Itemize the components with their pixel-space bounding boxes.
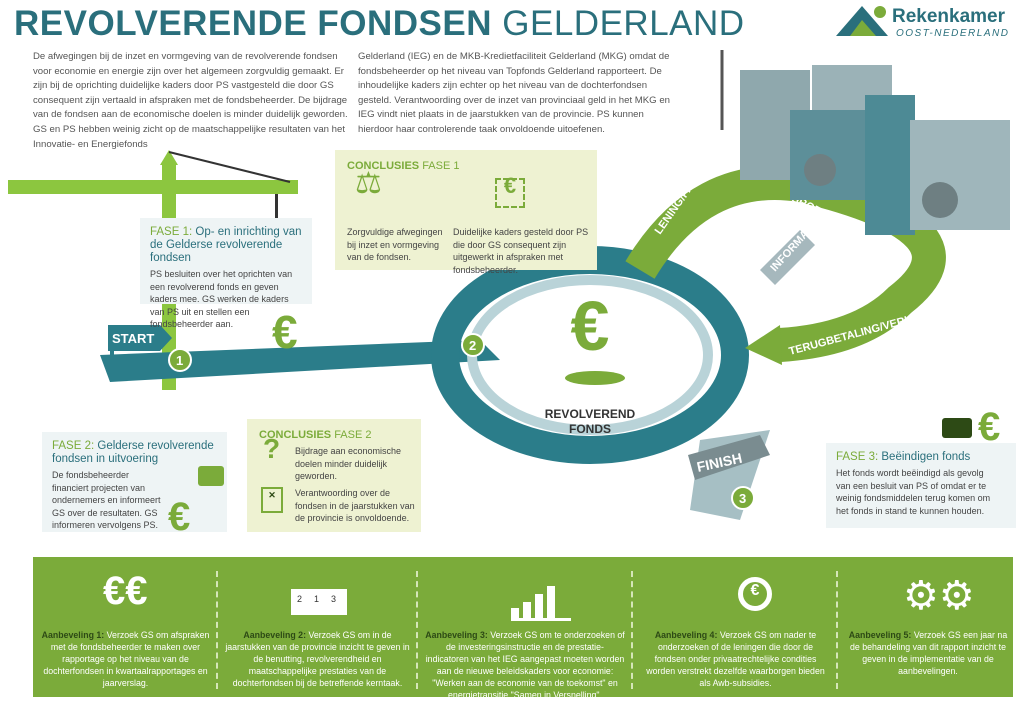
magnifier-euro-icon: € bbox=[738, 577, 772, 611]
fase-3-label: FASE 3: bbox=[836, 451, 879, 463]
euro-characters-icon: €€ bbox=[103, 569, 148, 613]
city-illustration bbox=[720, 50, 1010, 235]
fase-1-text: PS besluiten over het oprichten van een … bbox=[150, 269, 293, 329]
recommendation-5: Aanbeveling 5: Verzoek GS een jaar na de… bbox=[848, 630, 1008, 676]
start-label: START bbox=[112, 331, 154, 346]
step-1-label: 1 bbox=[176, 353, 183, 368]
fase-2-title: Gelderse revolverende fondsen in uitvoer… bbox=[52, 440, 214, 465]
fase-1-label: FASE 1: bbox=[150, 226, 193, 238]
logo-mark-icon bbox=[836, 6, 888, 36]
conclusie-1-1: Zorgvuldige afwegingen bij inzet en vorm… bbox=[347, 227, 443, 262]
scales-icon: ⚖ bbox=[355, 167, 382, 200]
road bbox=[100, 340, 500, 382]
conclusies-fase-1: CONCLUSIES FASE 1 ⚖ € Zorgvuldige afwegi… bbox=[335, 150, 597, 275]
recommendation-4: Aanbeveling 4: Verzoek GS om nader te on… bbox=[646, 630, 825, 688]
center-label: REVOLVEREND bbox=[545, 407, 636, 421]
title-light: GELDERLAND bbox=[502, 4, 745, 43]
center-label-2: FONDS bbox=[569, 422, 611, 436]
fase-2-label: FASE 2: bbox=[52, 440, 95, 452]
euro-frame-icon: € bbox=[495, 175, 525, 208]
conclusies-fase: FASE 2 bbox=[334, 429, 372, 441]
fase-1-title: Op- en inrichting van de Gelderse revolv… bbox=[150, 226, 302, 264]
bar-chart-icon bbox=[511, 585, 571, 621]
fase-2-text: De fondsbeheerder financiert projecten v… bbox=[52, 470, 161, 530]
euro-icon: € bbox=[571, 287, 610, 365]
conclusie-1-2: Duidelijke kaders gesteld door PS die do… bbox=[453, 227, 589, 275]
logo-name: Rekenkamer bbox=[892, 6, 1006, 27]
informatie-arrow bbox=[760, 230, 815, 285]
fase-3-title: Beëindigen fonds bbox=[881, 451, 971, 463]
page-title: REVOLVERENDE FONDSEN GELDERLAND bbox=[14, 4, 745, 44]
start-sign bbox=[108, 325, 172, 351]
conclusies-label: CONCLUSIES bbox=[259, 429, 332, 441]
recommendation-1: Aanbeveling 1: Verzoek GS om afspraken m… bbox=[41, 630, 210, 688]
clipboard-x-icon: ✕ bbox=[261, 487, 283, 513]
fase-3-box: FASE 3: Beëindigen fonds Het fonds wordt… bbox=[826, 443, 1016, 528]
fase-3-text: Het fonds wordt beëindigd als gevolg van… bbox=[836, 468, 991, 516]
conclusie-2-1: Bijdrage aan economische doelen minder d… bbox=[295, 446, 402, 481]
intro-text-col1: De afwegingen bij de inzet en vormgeving… bbox=[33, 51, 348, 150]
fase-1-box: FASE 1: Op- en inrichting van de Gelders… bbox=[140, 218, 312, 329]
conclusies-fase-2: CONCLUSIES FASE 2 ? ✕ Bijdrage aan econo… bbox=[247, 419, 421, 532]
question-mark-icon: ? bbox=[263, 433, 281, 464]
conclusies-label: CONCLUSIES bbox=[347, 160, 420, 172]
recommendation-2: Aanbeveling 2: Verzoek GS om in de jaars… bbox=[225, 630, 410, 688]
logo: Rekenkamer OOST-NEDERLAND bbox=[836, 2, 1021, 42]
finish-sign bbox=[688, 435, 770, 480]
conclusie-2-2: Verantwoording over de fondsen in de jaa… bbox=[295, 488, 415, 523]
logo-subtitle: OOST-NEDERLAND bbox=[896, 28, 1010, 39]
process-diagram: LENING/PARTICIPATIE GROEIPROCES BEDRIJF … bbox=[8, 50, 1010, 520]
fase-2-box: FASE 2: Gelderse revolverende fondsen in… bbox=[42, 432, 227, 532]
step-1-circle bbox=[168, 348, 192, 372]
step-2-label: 2 bbox=[469, 338, 476, 353]
recommendation-3: Aanbeveling 3: Verzoek GS om te onderzoe… bbox=[425, 630, 625, 700]
step-2-circle bbox=[461, 333, 485, 357]
title-bold: REVOLVERENDE FONDSEN bbox=[14, 4, 493, 43]
gears-icon: ⚙⚙ bbox=[903, 574, 975, 618]
step-3-circle bbox=[731, 486, 755, 510]
step-3-label: 3 bbox=[739, 491, 746, 506]
conclusies-fase: FASE 1 bbox=[422, 160, 460, 172]
intro-text-col2: Gelderland (IEG) en de MKB-Kredietfacili… bbox=[358, 51, 670, 135]
